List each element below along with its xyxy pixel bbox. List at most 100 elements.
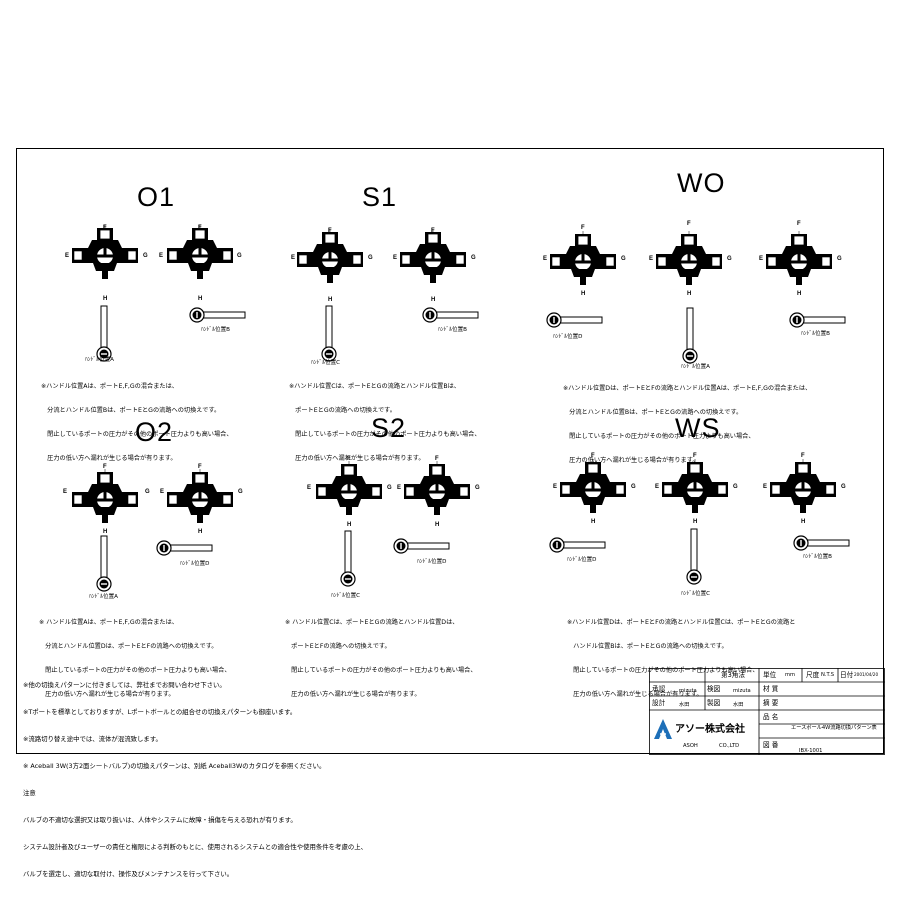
handle-label-o2-a: ﾊﾝﾄﾞﾙ位置A [89, 594, 118, 600]
port-label-g: G [631, 484, 636, 490]
port-label-f: F [347, 456, 351, 462]
handle-label-s2-c: ﾊﾝﾄﾞﾙ位置C [331, 593, 361, 599]
port-label-f: F [591, 453, 595, 459]
handle-label-s1-c: ﾊﾝﾄﾞﾙ位置C [311, 360, 341, 366]
valve-o2-b [165, 467, 235, 525]
port-label-g: G [837, 256, 842, 262]
general-notes: ※他の切換えパターンに付きましては、弊社までお問い合わせ下さい。 ※Tポートを標… [23, 681, 368, 878]
note-s1: ※ハンドル位置Cは、ポートEとGの流路とハンドル位置Bは、 ポートEとGの流路へ… [289, 383, 481, 462]
pattern-title-s2: S2 [371, 413, 407, 443]
port-label-g: G [145, 489, 150, 495]
note-wo: ※ハンドル位置Dは、ポートEとFの流路とハンドル位置Aは、ポートE,F,Gの混合… [563, 385, 812, 464]
handle-s1-c [321, 305, 337, 362]
material-label: 材 質 [763, 685, 779, 693]
port-label-f: F [693, 453, 697, 459]
handle-label-ws-c: ﾊﾝﾄﾞﾙ位置C [681, 591, 711, 597]
note-ws: ※ハンドル位置Dは、ポートEとFの流路とハンドル位置Cは、ポートEとGの流路と … [567, 619, 796, 698]
port-label-e: E [291, 255, 296, 261]
handle-label-o1-a: ﾊﾝﾄﾞﾙ位置A [85, 357, 114, 363]
checked-value: mizuta [733, 688, 751, 694]
port-label-h: H [591, 519, 596, 525]
title-block-grid [649, 668, 885, 755]
unit-value: mm [785, 672, 796, 678]
port-label-h: H [347, 522, 352, 528]
drawing-sheet: O1 S1 WO F E G H F E G H ﾊﾝﾄﾞﾙ位置A ﾊﾝﾄﾞﾙ位… [16, 148, 885, 878]
port-label-e: E [759, 256, 764, 262]
designed-label: 設計 [652, 699, 666, 707]
name-label: 品 名 [763, 713, 779, 721]
valve-wo-b [654, 229, 724, 287]
handle-ws-b [793, 535, 850, 551]
port-label-h: H [103, 529, 108, 535]
port-label-f: F [797, 221, 801, 227]
port-label-h: H [801, 519, 806, 525]
handle-ws-c [686, 528, 702, 585]
port-label-h: H [687, 291, 692, 297]
valve-ws-a [558, 457, 628, 515]
drawn-label: 製図 [707, 699, 721, 707]
port-label-f: F [198, 225, 202, 231]
remarks-label: 摘 要 [763, 699, 779, 707]
port-label-e: E [65, 253, 70, 259]
valve-wo-a [548, 229, 618, 287]
handle-label-ws-b: ﾊﾝﾄﾞﾙ位置B [803, 554, 833, 560]
note-s2: ※ ハンドル位置Cは、ポートEとGの流路とハンドル位置Dは、 ポートEとFの流路… [285, 619, 477, 698]
port-label-e: E [763, 484, 768, 490]
handle-label-o2-d: ﾊﾝﾄﾞﾙ位置D [180, 561, 210, 567]
handle-ws-d [549, 537, 606, 553]
valve-wo-c [764, 229, 834, 287]
port-label-f: F [328, 228, 332, 234]
port-label-h: H [581, 291, 586, 297]
port-label-f: F [103, 464, 107, 470]
port-label-e: E [159, 253, 164, 259]
company-en-2: CO.,LTD [719, 743, 740, 749]
handle-wo-b [789, 312, 846, 328]
port-label-f: F [198, 464, 202, 470]
projection-value: 第3角法 [721, 671, 745, 679]
port-label-e: E [553, 484, 558, 490]
handle-label-s2-d: ﾊﾝﾄﾞﾙ位置D [417, 559, 447, 565]
scale-label: 尺度 [806, 671, 820, 679]
handle-o2-d [156, 540, 213, 556]
date-label: 日付 [840, 671, 854, 679]
valve-s1-b [398, 227, 468, 285]
handle-s1-b [422, 307, 479, 323]
note-o1: ※ハンドル位置Aは、ポートE,F,Gの混合または、 分流とハンドル位置Bは、ポー… [41, 383, 233, 462]
valve-o2-a [70, 467, 140, 525]
port-label-e: E [397, 485, 402, 491]
valve-ws-c [768, 457, 838, 515]
approved-value: mizuta [679, 688, 697, 694]
drawing-no-label: 図 番 [763, 741, 779, 749]
port-label-g: G [733, 484, 738, 490]
valve-s1-a [295, 227, 365, 285]
valve-o1-b [165, 223, 235, 281]
port-label-f: F [687, 221, 691, 227]
name-value: エースボール4W流路切換パターン表 [791, 725, 877, 731]
port-label-f: F [431, 228, 435, 234]
handle-o2-a [96, 535, 112, 592]
pattern-title-ws: WS [675, 413, 721, 443]
handle-label-wo-d: ﾊﾝﾄﾞﾙ位置D [553, 334, 583, 340]
valve-s2-a [314, 459, 384, 517]
valve-ws-b [660, 457, 730, 515]
port-label-h: H [435, 522, 440, 528]
pattern-title-o2: O2 [135, 417, 174, 447]
checked-label: 検図 [707, 685, 721, 693]
pattern-title-o1: O1 [137, 182, 176, 212]
company-en-1: ASOH [683, 743, 698, 749]
port-label-e: E [649, 256, 654, 262]
port-label-g: G [143, 253, 148, 259]
port-label-g: G [471, 255, 476, 261]
title-block: 第3角法 単位 mm 尺度 N.T.S 日付 2001/04/20 承認 miz… [649, 668, 885, 755]
designed-value: 水田 [679, 702, 690, 708]
pattern-title-s1: S1 [362, 182, 398, 212]
port-label-g: G [841, 484, 846, 490]
port-label-g: G [475, 485, 480, 491]
company-logo-icon [654, 719, 672, 739]
handle-label-wo-b: ﾊﾝﾄﾞﾙ位置B [801, 331, 831, 337]
handle-label-o1-b: ﾊﾝﾄﾞﾙ位置B [201, 327, 231, 333]
handle-s2-c [340, 530, 356, 587]
port-label-e: E [655, 484, 660, 490]
port-label-g: G [727, 256, 732, 262]
unit-label: 単位 [763, 671, 777, 679]
